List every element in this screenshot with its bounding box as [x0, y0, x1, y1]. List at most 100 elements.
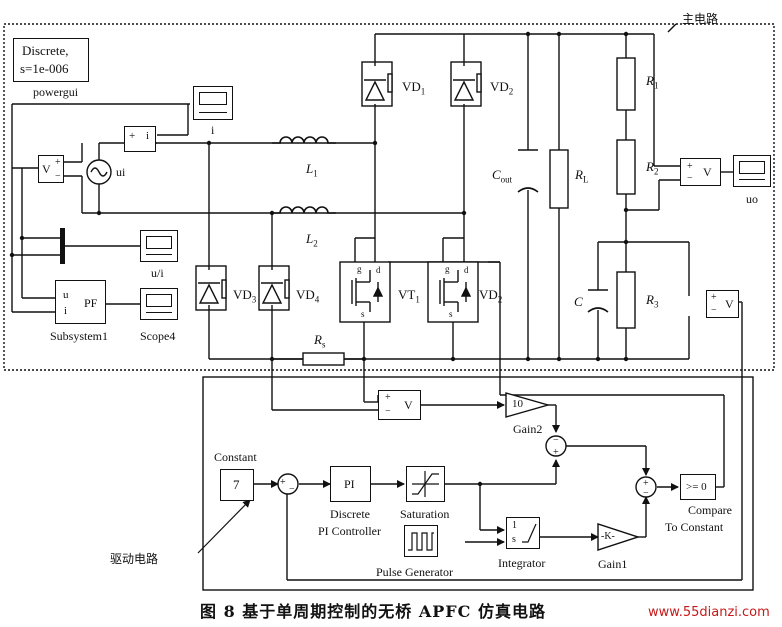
sum1-plus: +: [280, 477, 286, 488]
voltmeter-r3-minus: −: [711, 305, 717, 316]
voltmeter-rs-plus: +: [385, 392, 391, 403]
r3-label: R3: [646, 292, 659, 310]
vt1-g: g: [357, 264, 362, 274]
l2-label: L2: [306, 231, 318, 249]
pi-text: PI: [344, 477, 355, 491]
voltmeter-rs-v: V: [404, 398, 413, 412]
resistor-rl: [549, 149, 569, 209]
source-label: ui: [116, 165, 126, 179]
scope-ui-label: u/i: [151, 266, 164, 280]
saturation-label: Saturation: [400, 507, 450, 521]
diode-vd4: [258, 265, 290, 311]
scope4-label: Scope4: [140, 329, 176, 343]
capacitor-c: [587, 289, 609, 313]
c-label: C: [574, 294, 583, 309]
main-circuit-label: 主电路: [682, 12, 719, 26]
vd4-label: VD4: [296, 287, 320, 305]
watermark: www.55dianzi.com: [648, 605, 770, 620]
subsystem1-u: u: [63, 289, 69, 301]
saturation-icon: [412, 471, 439, 497]
main-circuit-pointer: [667, 23, 677, 33]
vd3-label: VD3: [233, 287, 257, 305]
integrator-value: 1: [512, 520, 517, 531]
voltmeter-rs[interactable]: [378, 390, 421, 420]
sum-junction-2: [545, 435, 567, 457]
subsystem1-pf: PF: [84, 296, 98, 310]
compare-block[interactable]: [680, 474, 716, 500]
sum-junction-1: [277, 473, 299, 495]
vd2-label: VD2: [490, 79, 514, 97]
gain2-label: Gain2: [513, 422, 543, 436]
sum2-plus: +: [553, 447, 559, 458]
scope-i[interactable]: [193, 86, 233, 120]
resistor-r1: [616, 57, 636, 111]
voltmeter-r3-v: V: [725, 297, 734, 311]
scope4[interactable]: [140, 288, 178, 320]
vt2-label: VD2: [479, 287, 503, 305]
pulse-icon: [408, 532, 434, 551]
powergui-block[interactable]: [13, 38, 89, 82]
constant-value: 7: [233, 477, 240, 492]
voltmeter-rs-minus: −: [385, 406, 391, 417]
scope-ui[interactable]: [140, 230, 178, 262]
l1-label: L1: [306, 161, 318, 179]
vt1-s: s: [361, 309, 365, 319]
integrator-den: s: [512, 534, 516, 545]
scope-i-label: i: [211, 123, 215, 137]
vt1-label: VT1: [398, 287, 420, 305]
rl-label: RL: [575, 167, 589, 185]
voltmeter-r3[interactable]: [706, 290, 739, 318]
mux-bar: [60, 228, 65, 264]
sum1-minus: −: [289, 484, 295, 495]
drive-circuit-frame: [202, 376, 754, 591]
pulse-generator-label: Pulse Generator: [376, 565, 453, 579]
integrator-block[interactable]: [506, 517, 540, 549]
r1-label: R1: [646, 73, 659, 91]
mosfet-vt2: [427, 261, 479, 323]
compare-label-2: To Constant: [665, 520, 724, 534]
powergui-label: powergui: [33, 85, 79, 99]
figure-caption: 图 8 基于单周期控制的无桥 APFC 仿真电路: [200, 602, 546, 621]
pi-name-1: Discrete: [330, 507, 370, 521]
main-circuit-frame: [3, 23, 775, 371]
sum-junction-3: [635, 476, 657, 498]
inductor-l1: [272, 136, 336, 144]
vd1-label: VD1: [402, 79, 426, 97]
voltmeter-ui-minus: −: [55, 171, 61, 182]
rs-label: Rs: [314, 332, 326, 350]
current-meter[interactable]: [124, 126, 156, 152]
pi-controller-block[interactable]: [330, 466, 371, 502]
vt2-s: s: [449, 309, 453, 319]
current-meter-i: i: [146, 130, 150, 142]
diode-vd3: [195, 265, 227, 311]
sum3-plus: +: [643, 478, 649, 489]
inductor-l2: [272, 206, 336, 214]
vt2-d: d: [464, 265, 469, 275]
gain2-block: [505, 392, 551, 418]
powergui-solver: Discrete,: [22, 43, 69, 58]
scope-uo[interactable]: [733, 155, 771, 187]
current-meter-plus: +: [129, 130, 136, 142]
mosfet-vt1: [339, 261, 391, 323]
voltmeter-ui-v: V: [42, 162, 51, 176]
pi-name-2: PI Controller: [318, 524, 381, 538]
diode-vd2: [450, 61, 482, 107]
integrator-icon: [522, 523, 537, 543]
r2-label: R2: [646, 159, 659, 177]
resistor-rs: [302, 352, 345, 366]
voltmeter-uo-minus: −: [687, 173, 693, 184]
powergui-sample-time: s=1e-006: [20, 61, 69, 76]
ac-source: [86, 159, 112, 185]
subsystem1-block[interactable]: [55, 280, 106, 324]
constant-label: Constant: [214, 450, 257, 464]
voltmeter-ui[interactable]: [38, 155, 64, 183]
voltmeter-uo-v: V: [703, 165, 712, 179]
vt1-d: d: [376, 265, 381, 275]
sum2-minus: −: [553, 435, 559, 446]
vt2-g: g: [445, 264, 450, 274]
constant-block[interactable]: [220, 469, 254, 501]
voltmeter-uo[interactable]: [680, 158, 721, 186]
sum3-minus: −: [643, 488, 649, 499]
